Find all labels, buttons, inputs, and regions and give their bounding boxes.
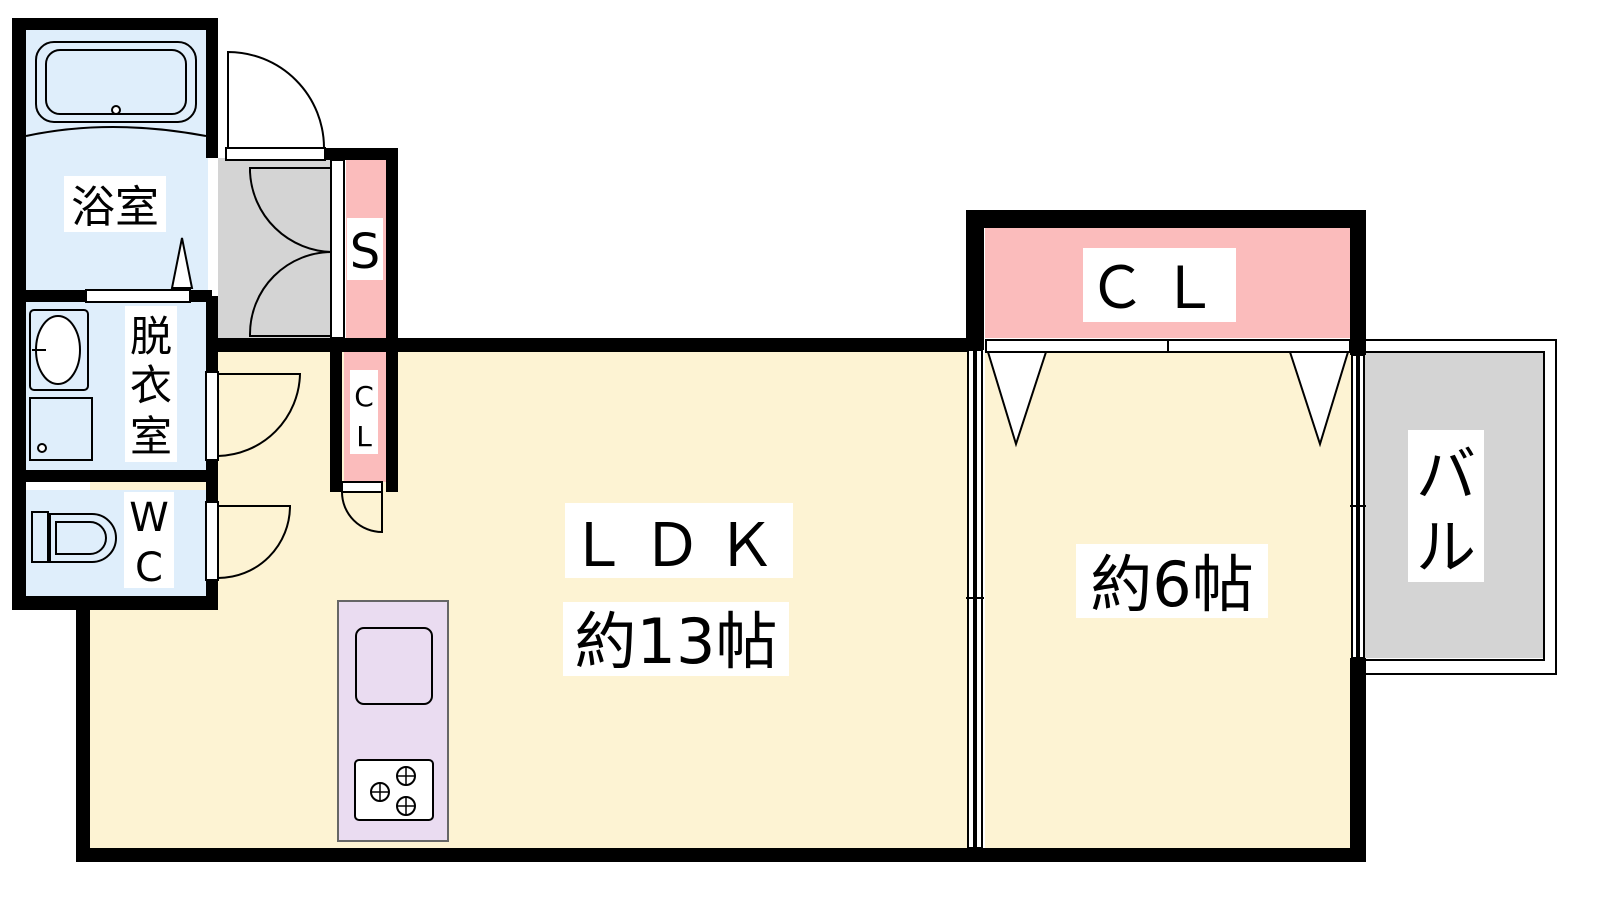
wc-label-line2: C — [135, 545, 163, 591]
balcony-window — [1350, 354, 1366, 659]
washing-machine-icon — [29, 397, 93, 461]
ldk-label: ＬＤＫ — [568, 511, 790, 581]
dressing-label-line3: 室 — [130, 412, 172, 461]
storage-s-label: S — [350, 224, 380, 280]
shower-icon — [170, 237, 194, 289]
dressing-door — [205, 371, 302, 461]
wc-label-line1: W — [129, 495, 169, 541]
dressing-label-line1: 脱 — [130, 312, 172, 361]
ldk-size-label-bg — [563, 602, 789, 676]
sink-icon — [355, 627, 433, 705]
stove-icon — [354, 759, 434, 821]
hall-closet-label-bg — [350, 370, 378, 454]
ldk-label-bg — [565, 503, 793, 578]
bedroom-closet-label: ＣＬ — [1088, 254, 1232, 322]
hall-closet-door — [341, 481, 383, 534]
s-label-bg — [347, 218, 383, 280]
bedroom-size-label-bg — [1076, 544, 1268, 618]
toilet-icon — [31, 511, 117, 563]
wc-door — [205, 501, 292, 581]
entrance-floor — [218, 158, 338, 338]
bath-label-bg — [64, 176, 166, 232]
hall-closet-label-line2: L — [356, 420, 372, 453]
hall-closet-label-line1: C — [354, 380, 374, 413]
dressing-label-line2: 衣 — [130, 361, 172, 410]
closet-label-bg — [1083, 248, 1236, 322]
bedroom-size-label: 約6帖 — [1090, 548, 1253, 621]
balcony-label-line1: バ — [1416, 441, 1476, 511]
wc-label-bg — [124, 492, 174, 588]
balcony-label-line2: ル — [1416, 513, 1476, 583]
bath-label: 浴室 — [71, 182, 159, 233]
storage-door — [249, 159, 345, 339]
ldk-floor-upper — [218, 348, 338, 608]
dressing-label-bg — [125, 306, 177, 462]
walls — [12, 18, 1366, 862]
entry-door — [225, 50, 326, 161]
bathtub-icon — [25, 41, 207, 137]
wash-basin-icon — [29, 309, 89, 391]
sliding-door-ldk-bedroom — [966, 349, 984, 849]
balcony-railing — [1366, 339, 1557, 675]
ldk-size-label: 約13帖 — [575, 605, 778, 678]
bath-door-frame — [85, 289, 191, 303]
closet-doors — [985, 339, 1351, 448]
balcony-label-bg — [1408, 430, 1484, 582]
